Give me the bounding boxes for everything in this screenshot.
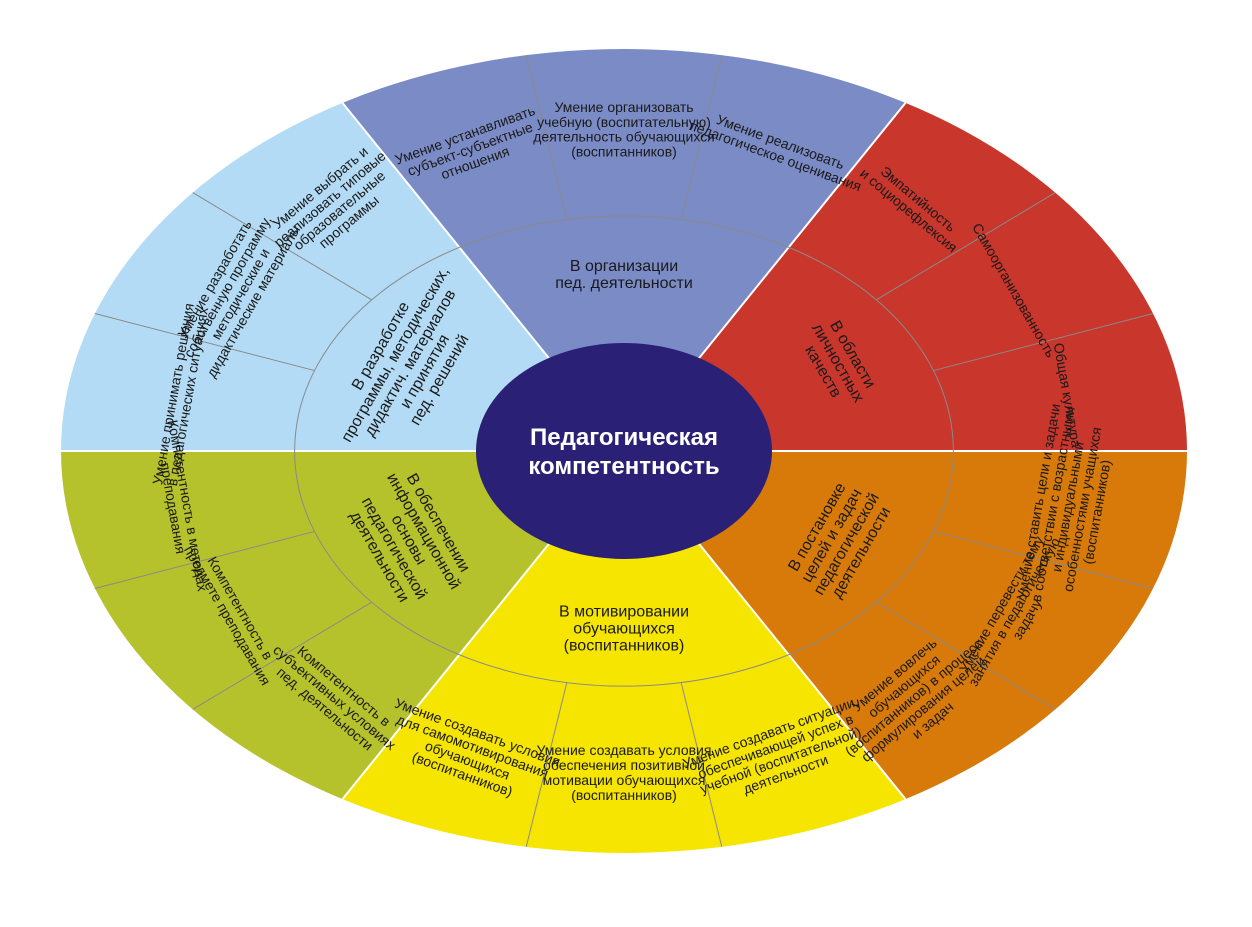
sector-motivation-item-2-line-1: Умение создавать условия xyxy=(537,742,712,758)
item-divider xyxy=(525,54,568,220)
sector-motivation-item-2-line-2: обеспечения позитивной xyxy=(543,757,705,773)
sector-boundary xyxy=(341,541,552,800)
sector-boundary xyxy=(696,541,907,800)
item-divider xyxy=(876,601,1056,710)
sector-organization-inner xyxy=(459,215,789,360)
sector-motivation-item-2-line-3: мотивации обучающихся xyxy=(543,772,706,788)
sector-motivation-inner xyxy=(459,542,789,687)
sector-organization-item-2-line-2: учебную (воспитательную) xyxy=(537,114,711,130)
sector-motivation-category-line-3: (воспитанников) xyxy=(564,638,685,655)
center-title-line-1: Педагогическая xyxy=(530,424,718,451)
sector-organization-item-2-line-4: (воспитанников) xyxy=(571,144,677,160)
item-divider xyxy=(933,313,1154,372)
center-hub: Педагогическая компетентность xyxy=(476,343,772,559)
sectors-layer xyxy=(61,48,1187,853)
sector-personal-inner xyxy=(697,247,954,451)
sector-boundary xyxy=(696,102,907,361)
sector-organization-item-2-line-3: деятельность обучающихся xyxy=(533,129,715,145)
item-divider xyxy=(680,54,723,220)
item-divider xyxy=(680,682,723,848)
sector-motivation-category-line-2: обучающихся xyxy=(573,621,675,638)
sector-motivation-category-line-1: В мотивировании xyxy=(559,604,689,621)
sector-motivation-item-2-line-4: (воспитанников) xyxy=(571,787,677,803)
item-divider xyxy=(876,192,1056,301)
sector-goals-outer xyxy=(788,451,1187,800)
center-ellipse xyxy=(476,343,772,559)
item-divider xyxy=(192,601,372,710)
item-divider xyxy=(525,682,568,848)
sector-development-outer xyxy=(61,102,460,451)
sector-development-inner xyxy=(294,247,551,451)
item-divider xyxy=(933,530,1154,589)
item-divider xyxy=(94,313,315,372)
item-divider xyxy=(192,192,372,301)
sector-organization-outer xyxy=(342,48,906,248)
sector-motivation-category: В мотивированииобучающихся(воспитанников… xyxy=(559,604,689,655)
sector-personal-outer xyxy=(788,102,1187,451)
sector-motivation-outer xyxy=(342,654,906,853)
dividers-layer xyxy=(61,54,1187,848)
item-divider xyxy=(94,530,315,589)
sector-organization-item-2-line-1: Умение организовать xyxy=(554,99,693,115)
sector-information-outer xyxy=(61,451,460,800)
sector-information-inner xyxy=(294,451,551,655)
sector-organization-category-line-2: пед. деятельности xyxy=(555,275,693,292)
inner-ring xyxy=(294,215,954,687)
sector-organization-category-line-1: В организации xyxy=(570,258,678,275)
sector-boundary xyxy=(341,102,552,361)
center-title-line-2: компетентность xyxy=(528,453,719,480)
sector-goals-inner xyxy=(697,451,954,655)
